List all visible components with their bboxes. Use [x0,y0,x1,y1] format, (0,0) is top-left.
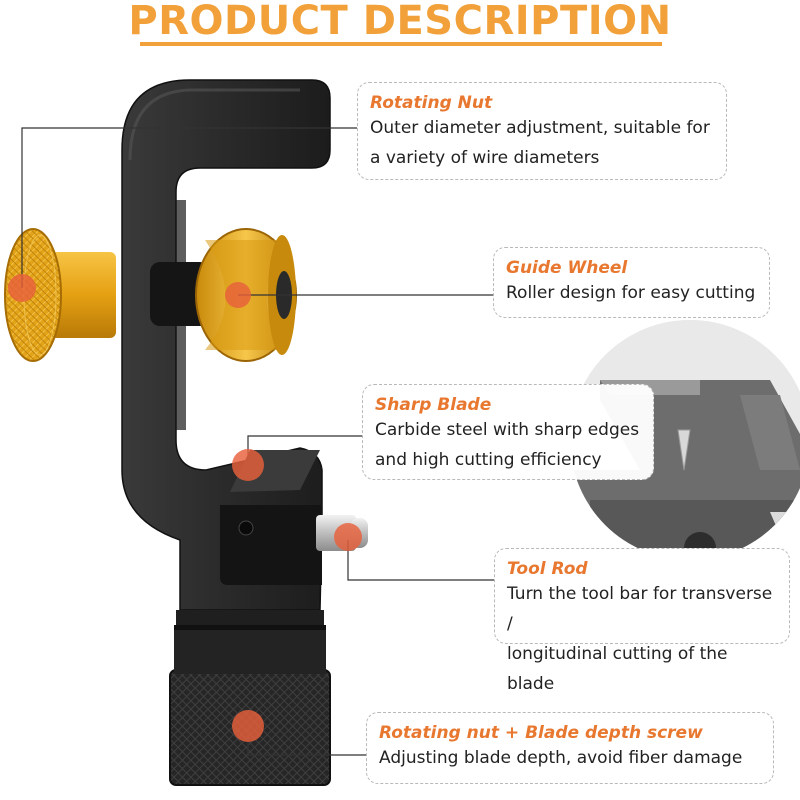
marker-tool-rod [334,523,362,551]
callout-title: Rotating nut + Blade depth screw [379,723,703,743]
callout-sharp-blade: Sharp Blade Carbide steel with sharp edg… [362,384,654,480]
callout-rotating-nut: Rotating Nut Outer diameter adjustment, … [357,82,727,180]
page-title: PRODUCT DESCRIPTION [128,0,672,44]
connector-rotating-nut [21,127,360,288]
callout-depth-screw: Rotating nut + Blade depth screw Adjusti… [366,712,774,784]
callout-title: Sharp Blade [375,395,492,415]
callout-guide-wheel: Guide Wheel Roller design for easy cutti… [493,247,770,318]
callout-line: Adjusting blade depth, avoid fiber damag… [379,748,743,768]
marker-sharp-blade [232,449,264,481]
callout-line: Carbide steel with sharp edges [375,420,640,440]
callout-title: Guide Wheel [506,258,628,278]
callout-line: longitudinal cutting of the blade [507,644,728,694]
title-underline [140,42,662,46]
callout-line: a variety of wire diameters [370,148,600,168]
blade-depth-nut [169,610,331,786]
marker-guide-wheel [225,282,251,308]
callout-title: Rotating Nut [370,93,493,113]
marker-depth-screw [232,710,264,742]
callout-line: Roller design for easy cutting [506,283,756,303]
callout-line: Turn the tool bar for transverse / [507,584,773,634]
callout-line: and high cutting efficiency [375,450,602,470]
connector-tool-rod [347,540,494,581]
callout-tool-rod: Tool Rod Turn the tool bar for transvers… [494,548,790,694]
callout-title: Tool Rod [507,559,588,579]
callout-line: Outer diameter adjustment, suitable for [370,118,710,138]
marker-rotating-nut [8,274,36,302]
